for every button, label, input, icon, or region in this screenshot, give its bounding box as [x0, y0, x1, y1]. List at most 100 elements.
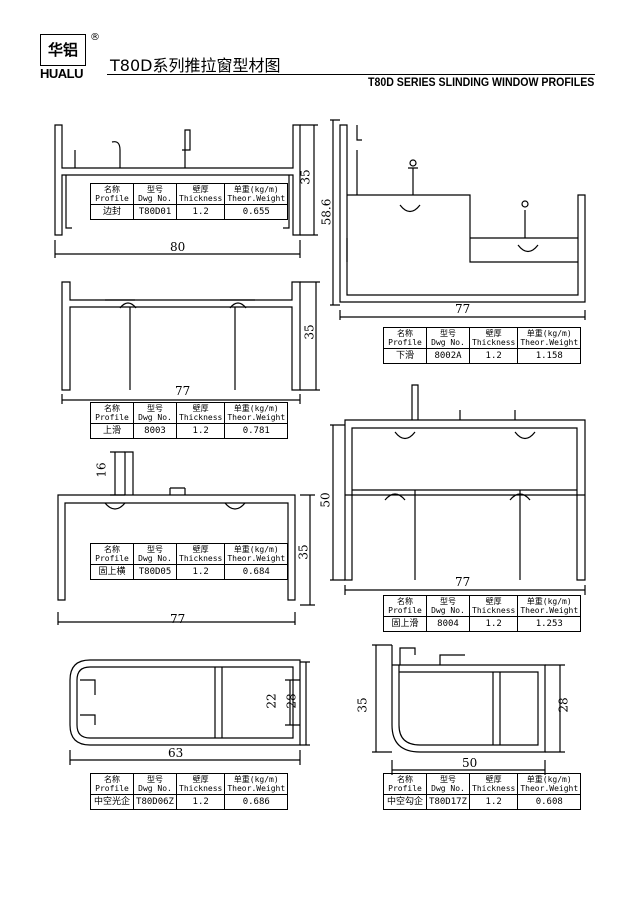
- table-header-cell: 单重(kg/m)Theor.Weight: [224, 402, 289, 424]
- page-title-en: T80D SERIES SLINDING WINDOW PROFILES: [368, 77, 595, 89]
- dim-label: 80: [170, 240, 186, 254]
- header-cn: 单重(kg/m): [233, 404, 279, 413]
- header-cn: 壁厚: [485, 597, 502, 606]
- header-en: Dwg No.: [138, 784, 172, 793]
- header-en: Profile: [388, 784, 422, 793]
- header-cn: 名称: [104, 185, 120, 194]
- profile-drawing-t80d05: [57, 451, 315, 625]
- dim-label: 77: [175, 384, 191, 398]
- hualu-logo: 华铝: [40, 34, 86, 66]
- table-cell-weight: 1.253: [517, 616, 582, 632]
- table-cell-weight: 1.158: [517, 348, 582, 364]
- dim-label: 35: [298, 169, 313, 185]
- header-cn: 名称: [397, 329, 413, 338]
- table-cell-thickness: 1.2: [175, 204, 226, 220]
- dim-label: 35: [355, 697, 370, 713]
- dim-label: 35: [296, 544, 311, 560]
- table-cell-weight: 0.684: [224, 564, 289, 580]
- header-en: Theor.Weight: [520, 338, 579, 347]
- table-cell-name: 下滑: [383, 348, 427, 364]
- header-cn: 型号: [440, 597, 456, 606]
- header-en: Profile: [388, 338, 422, 347]
- header-en: Profile: [95, 784, 129, 793]
- dim-label: 77: [455, 302, 471, 316]
- profile-drawing-t80d06z: [69, 659, 310, 765]
- dim-label: 63: [168, 746, 184, 760]
- table-cell-name: 固上横: [90, 564, 134, 580]
- header-en: Theor.Weight: [227, 194, 286, 203]
- header-cn: 型号: [147, 185, 163, 194]
- header-cn: 型号: [440, 775, 456, 784]
- dim-label: 58.6: [319, 198, 334, 226]
- header-cn: 型号: [147, 775, 163, 784]
- header-cn: 单重(kg/m): [526, 329, 572, 338]
- header-en: Thickness: [472, 606, 516, 615]
- dim-label: 77: [170, 612, 186, 626]
- header-cn: 型号: [147, 545, 163, 554]
- table-cell-thickness: 1.2: [175, 794, 226, 810]
- table-cell-weight: 0.781: [224, 423, 289, 439]
- table-cell-thickness: 1.2: [468, 616, 519, 632]
- table-cell-weight: 0.608: [517, 794, 582, 810]
- table-cell-thickness: 1.2: [468, 794, 519, 810]
- header-cn: 名称: [104, 775, 120, 784]
- dim-label: 28: [284, 693, 299, 709]
- page-title-cn: T80D系列推拉窗型材图: [110, 56, 281, 75]
- table-cell-name: 中空勾企: [383, 794, 427, 810]
- dim-label: 35: [302, 324, 317, 340]
- header-cn: 单重(kg/m): [233, 775, 279, 784]
- table-cell-thickness: 1.2: [175, 423, 226, 439]
- header-en: Theor.Weight: [227, 784, 286, 793]
- table-cell-name: 中空光企: [90, 794, 134, 810]
- header-cn: 名称: [397, 775, 413, 784]
- dim-label: 28: [556, 697, 571, 713]
- header-en: Profile: [95, 554, 129, 563]
- header-en: Thickness: [472, 338, 516, 347]
- dim-label: 16: [94, 462, 109, 478]
- header-cn: 单重(kg/m): [526, 775, 572, 784]
- header-cn: 壁厚: [485, 775, 502, 784]
- table-header-cell: 单重(kg/m)Theor.Weight: [224, 543, 289, 565]
- header-cn: 名称: [104, 545, 120, 554]
- header-en: Dwg No.: [431, 338, 465, 347]
- header-en: Profile: [95, 413, 129, 422]
- table-cell-dwg: T80D01: [133, 204, 177, 220]
- header-cn: 型号: [440, 329, 456, 338]
- header-cn: 单重(kg/m): [233, 185, 279, 194]
- table-cell-dwg: T80D06Z: [133, 794, 177, 810]
- header-en: Theor.Weight: [520, 606, 579, 615]
- header-en: Theor.Weight: [227, 413, 286, 422]
- table-cell-name: 上滑: [90, 423, 134, 439]
- table-header-cell: 单重(kg/m)Theor.Weight: [517, 327, 582, 349]
- table-cell-dwg: T80D17Z: [426, 794, 470, 810]
- header-en: Dwg No.: [138, 413, 172, 422]
- header-en: Dwg No.: [431, 606, 465, 615]
- table-header-cell: 单重(kg/m)Theor.Weight: [224, 183, 289, 205]
- title-divider: [107, 74, 595, 75]
- header-cn: 单重(kg/m): [526, 597, 572, 606]
- table-cell-dwg: 8003: [133, 423, 177, 439]
- table-cell-thickness: 1.2: [175, 564, 226, 580]
- header-cn: 名称: [104, 404, 120, 413]
- table-cell-name: 边封: [90, 204, 134, 220]
- table-header-cell: 单重(kg/m)Theor.Weight: [517, 595, 582, 617]
- header-en: Thickness: [472, 784, 516, 793]
